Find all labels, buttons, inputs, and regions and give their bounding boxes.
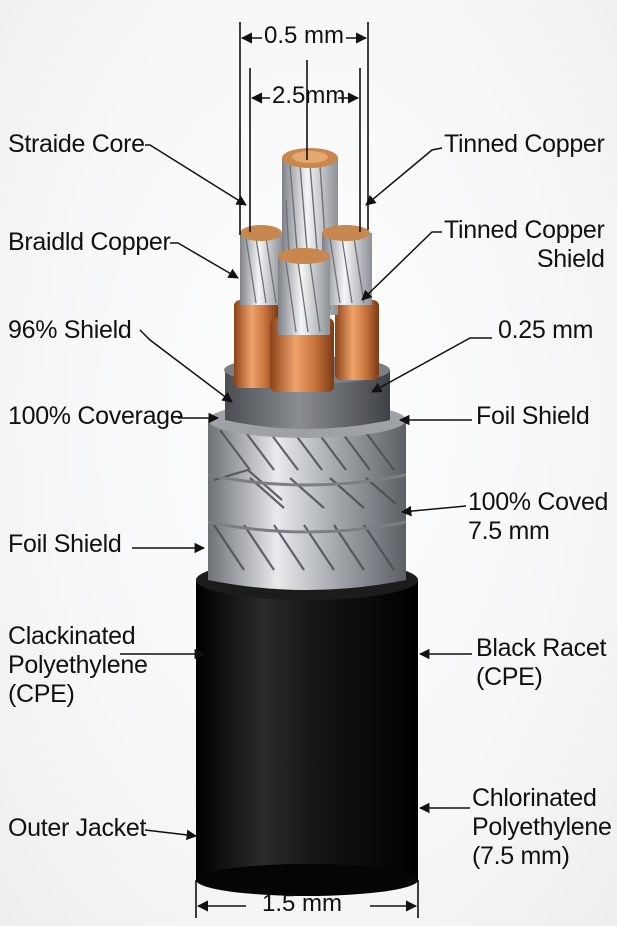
stranded-conductors: [240, 148, 372, 335]
label-tinned-copper-shield-line-1: Tinned Copper: [444, 216, 605, 244]
label-chlorinated-line-3: (7.5 mm): [472, 842, 570, 870]
label-foil-shield-left: Foil Shield: [8, 530, 122, 558]
label-cpe-left: Clackinated Polyethylene (CPE): [8, 622, 148, 709]
label-tinned-copper-shield: Tinned Copper Shield: [444, 216, 605, 274]
label-covered-line-1: 100% Coved: [468, 488, 609, 516]
label-tinned-copper: Tinned Copper: [444, 130, 605, 158]
label-chlorinated-line-1: Chlorinated: [472, 784, 597, 812]
dimension-bottom: 1.5 mm: [262, 890, 343, 917]
label-outer-jacket: Outer Jacket: [8, 814, 147, 842]
label-foil-shield-right: Foil Shield: [476, 402, 590, 430]
label-covered-line-2: 7.5 mm: [468, 517, 550, 545]
leader-lines: [120, 144, 492, 841]
label-chlorinated-line-2: Polyethylene: [472, 813, 612, 841]
armor-braid-layer: [207, 402, 407, 590]
label-cpe-left-line-1: Clackinated: [8, 622, 136, 650]
dimension-top-outer: 0.5 mm: [264, 22, 345, 49]
label-black-racet-line-1: Black Racet: [476, 634, 607, 662]
label-tinned-copper-shield-line-2: Shield: [536, 245, 605, 273]
label-shield-96: 96% Shield: [8, 316, 132, 344]
label-black-racet: Black Racet (CPE): [476, 634, 606, 692]
label-cpe-left-line-2: Polyethylene: [8, 651, 148, 679]
label-braided-copper: Braidld Copper: [8, 228, 171, 256]
copper-sleeves: [234, 300, 379, 392]
label-thickness: 0.25 mm: [498, 316, 594, 344]
label-covered: 100% Coved 7.5 mm: [468, 488, 608, 546]
label-strand-core: Straide Core: [8, 130, 145, 158]
outer-jacket: [196, 560, 418, 896]
label-cpe-left-line-3: (CPE): [8, 680, 75, 708]
label-coverage-100: 100% Coverage: [8, 402, 184, 430]
label-chlorinated: Chlorinated Polyethylene (7.5 mm): [472, 784, 612, 871]
dimension-top-inner: 2.5mm: [272, 82, 346, 109]
label-black-racet-line-2: (CPE): [476, 663, 543, 691]
